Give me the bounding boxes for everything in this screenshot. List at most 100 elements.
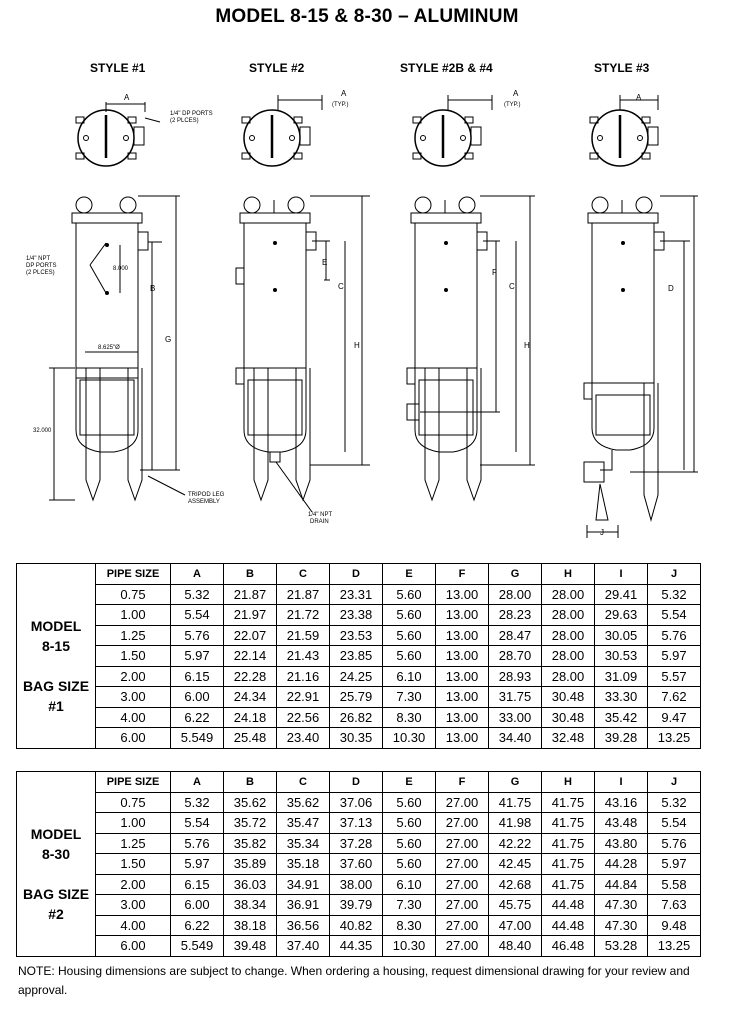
dimension-cell: 28.00 <box>541 665 595 687</box>
dim-i: I <box>683 341 685 350</box>
column-header: E <box>382 563 436 585</box>
dim-h-style2: H <box>354 341 360 350</box>
dimension-cell: 13.00 <box>435 686 489 708</box>
style-2-drawing <box>235 95 370 513</box>
side-label-line <box>17 656 95 676</box>
dimension-cell: 9.47 <box>647 706 701 728</box>
dimension-cell: 5.58 <box>647 873 701 895</box>
dimension-cell: 47.00 <box>488 914 542 936</box>
dimension-cell: 28.47 <box>488 624 542 646</box>
dimension-cell: 41.75 <box>541 812 595 834</box>
dimension-cell: 53.28 <box>594 935 648 957</box>
dimension-cell: 22.14 <box>223 645 277 667</box>
dim-a-style3: A <box>636 93 642 102</box>
dimension-cell: 27.00 <box>435 791 489 813</box>
column-header: A <box>170 563 224 585</box>
dimension-cell: 41.75 <box>541 873 595 895</box>
dimension-cell: 35.18 <box>276 853 330 875</box>
side-label-line: BAG SIZE <box>22 885 90 902</box>
dimension-cell: 34.40 <box>488 727 542 749</box>
dimension-cell: 13.00 <box>435 604 489 626</box>
dimension-cell: 22.91 <box>276 686 330 708</box>
dimension-cell: 32.48 <box>541 727 595 749</box>
dimension-cell: 43.48 <box>594 812 648 834</box>
dimension-cell: 29.63 <box>594 604 648 626</box>
dimension-cell: 6.10 <box>382 873 436 895</box>
dimension-cell: 23.85 <box>329 645 383 667</box>
column-header: I <box>594 563 648 585</box>
dimension-cell: 21.97 <box>223 604 277 626</box>
dimension-cell: 38.34 <box>223 894 277 916</box>
dimension-cell: 27.00 <box>435 894 489 916</box>
dimension-cell: 5.32 <box>170 583 224 605</box>
side-label-line: 8-15 <box>41 637 71 654</box>
column-header: J <box>647 771 701 793</box>
dimension-cell: 33.30 <box>594 686 648 708</box>
pipe-size-cell: 6.00 <box>95 727 171 749</box>
pipe-size-cell: 4.00 <box>95 914 171 936</box>
dimension-cell: 23.31 <box>329 583 383 605</box>
dimension-cell: 28.00 <box>541 604 595 626</box>
pipe-size-cell: 0.75 <box>95 583 171 605</box>
dim-g: G <box>165 335 171 344</box>
dimension-cell: 25.48 <box>223 727 277 749</box>
dimension-cell: 47.30 <box>594 894 648 916</box>
dimension-cell: 41.75 <box>488 791 542 813</box>
dimension-cell: 41.98 <box>488 812 542 834</box>
dimension-cell: 6.15 <box>170 873 224 895</box>
dimension-cell: 5.76 <box>647 832 701 854</box>
dimension-cell: 30.53 <box>594 645 648 667</box>
side-label-line: MODEL <box>30 825 82 842</box>
housing-drawings: A 1/4" DP PORTS (2 PLCES) 1/4" NPT DP PO… <box>26 89 698 538</box>
dimension-cell: 37.13 <box>329 812 383 834</box>
pipe-size-cell: 6.00 <box>95 935 171 957</box>
dim-diameter: 8.625"Ø <box>98 345 120 351</box>
corner-cell <box>16 563 96 584</box>
dimension-cell: 5.60 <box>382 645 436 667</box>
dim-h-style2b: H <box>524 341 530 350</box>
dimension-cell: 41.75 <box>541 832 595 854</box>
dimension-cell: 35.42 <box>594 706 648 728</box>
dimension-cell: 22.28 <box>223 665 277 687</box>
dimension-cell: 35.34 <box>276 832 330 854</box>
side-label-line: MODEL <box>30 617 82 634</box>
dimension-cell: 6.22 <box>170 914 224 936</box>
dimension-cell: 29.41 <box>594 583 648 605</box>
column-header: C <box>276 771 330 793</box>
dim-c-style2b: C <box>509 282 515 291</box>
column-header: A <box>170 771 224 793</box>
dimension-cell: 22.07 <box>223 624 277 646</box>
dimension-cell: 27.00 <box>435 914 489 936</box>
column-header: F <box>435 563 489 585</box>
dimension-cell: 21.59 <box>276 624 330 646</box>
dimension-cell: 35.62 <box>223 791 277 813</box>
dimension-cell: 37.06 <box>329 791 383 813</box>
dimension-cell: 35.62 <box>276 791 330 813</box>
dim-a-style2: A <box>341 89 347 98</box>
dimension-cell: 6.22 <box>170 706 224 728</box>
column-header: PIPE SIZE <box>95 771 171 793</box>
pipe-size-cell: 1.00 <box>95 604 171 626</box>
dimension-cell: 5.97 <box>647 645 701 667</box>
dimension-cell: 35.72 <box>223 812 277 834</box>
dimension-cell: 13.00 <box>435 583 489 605</box>
dimension-cell: 23.38 <box>329 604 383 626</box>
dim-e: E <box>322 258 327 267</box>
dim-8000: 8.000 <box>113 266 129 272</box>
typ-label-style2: (TYP.) <box>332 102 349 108</box>
column-header: B <box>223 563 277 585</box>
style-3-label: STYLE #3 <box>594 61 650 75</box>
dimension-cell: 25.79 <box>329 686 383 708</box>
dimension-cell: 5.60 <box>382 791 436 813</box>
dimension-cell: 44.35 <box>329 935 383 957</box>
dimension-cell: 5.54 <box>170 604 224 626</box>
dim-f: F <box>492 268 497 277</box>
